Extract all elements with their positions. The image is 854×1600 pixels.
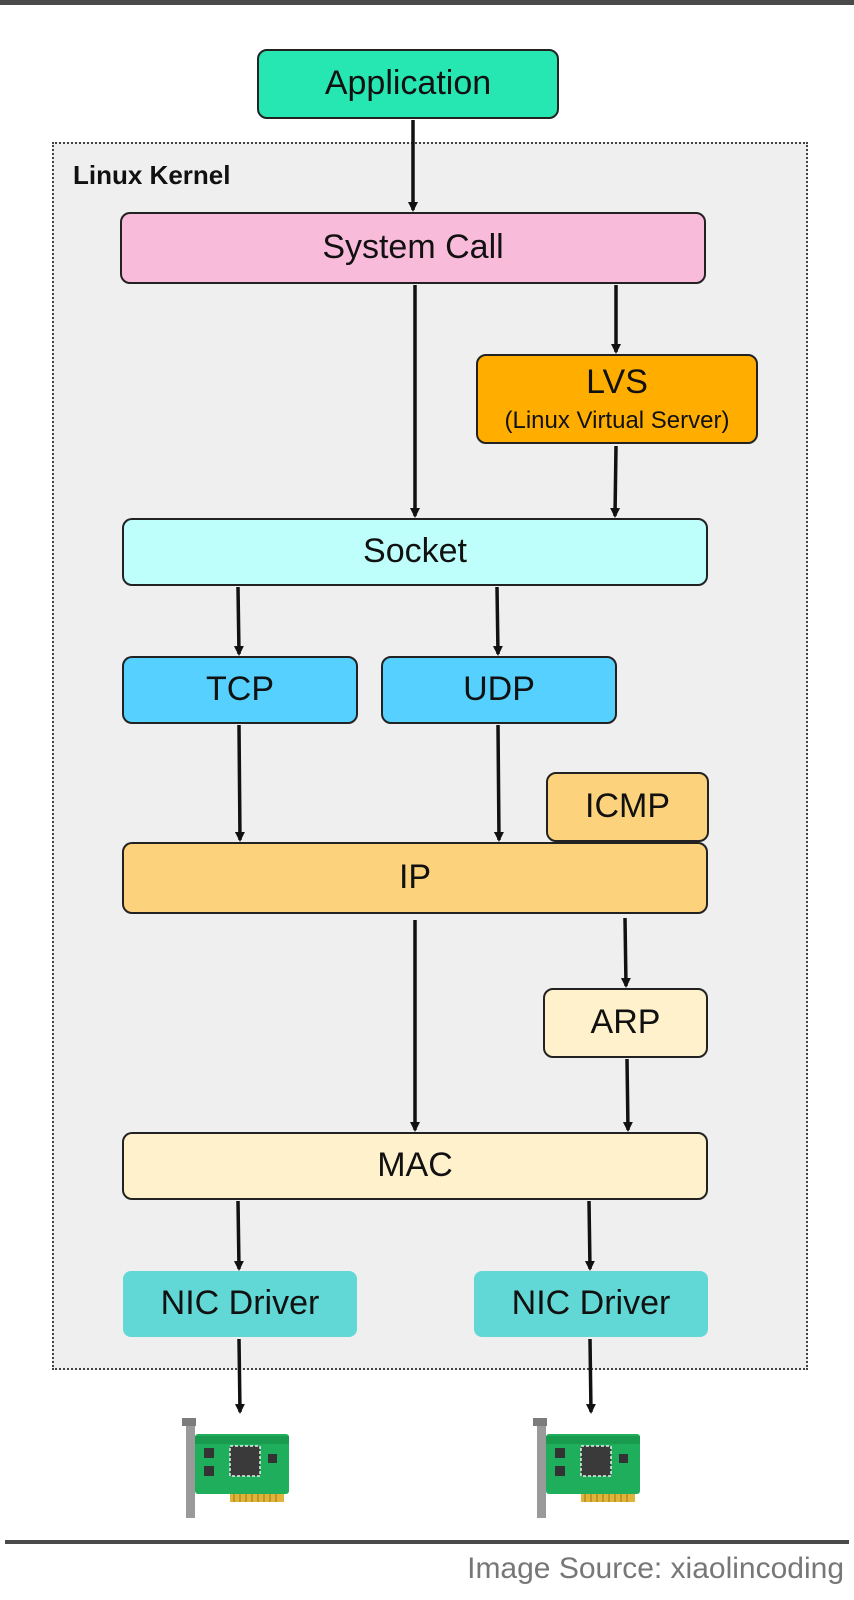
network-card-icon (533, 1418, 640, 1518)
network-card-icon (182, 1418, 289, 1518)
system-call-node: System Call (120, 212, 706, 284)
icmp-node: ICMP (546, 772, 709, 842)
mac-label: MAC (377, 1146, 453, 1185)
lvs-node: LVS (Linux Virtual Server) (476, 354, 758, 444)
top-rule (0, 0, 854, 5)
socket-label: Socket (363, 532, 467, 571)
image-source-caption: Image Source: xiaolincoding (467, 1552, 844, 1585)
ip-node: IP (122, 842, 708, 914)
arp-label: ARP (590, 1003, 661, 1042)
application-label: Application (324, 64, 492, 103)
nic-driver-left-node: NIC Driver (123, 1271, 357, 1337)
icmp-label: ICMP (585, 787, 670, 826)
lvs-label: LVS (586, 363, 648, 402)
nic-driver-left-label: NIC Driver (160, 1284, 320, 1323)
tcp-label: TCP (206, 670, 274, 709)
mac-node: MAC (122, 1132, 708, 1200)
kernel-label: Linux Kernel (73, 160, 231, 190)
nic-driver-right-label: NIC Driver (511, 1284, 671, 1323)
system-call-label: System Call (322, 228, 504, 267)
nic-driver-right-node: NIC Driver (474, 1271, 708, 1337)
udp-node: UDP (381, 656, 617, 724)
ip-label: IP (398, 858, 432, 897)
tcp-node: TCP (122, 656, 358, 724)
socket-node: Socket (122, 518, 708, 586)
arp-node: ARP (543, 988, 708, 1058)
lvs-sublabel: (Linux Virtual Server) (504, 406, 730, 434)
bottom-rule (5, 1540, 849, 1544)
udp-label: UDP (463, 670, 535, 709)
application-node: Application (257, 49, 559, 119)
